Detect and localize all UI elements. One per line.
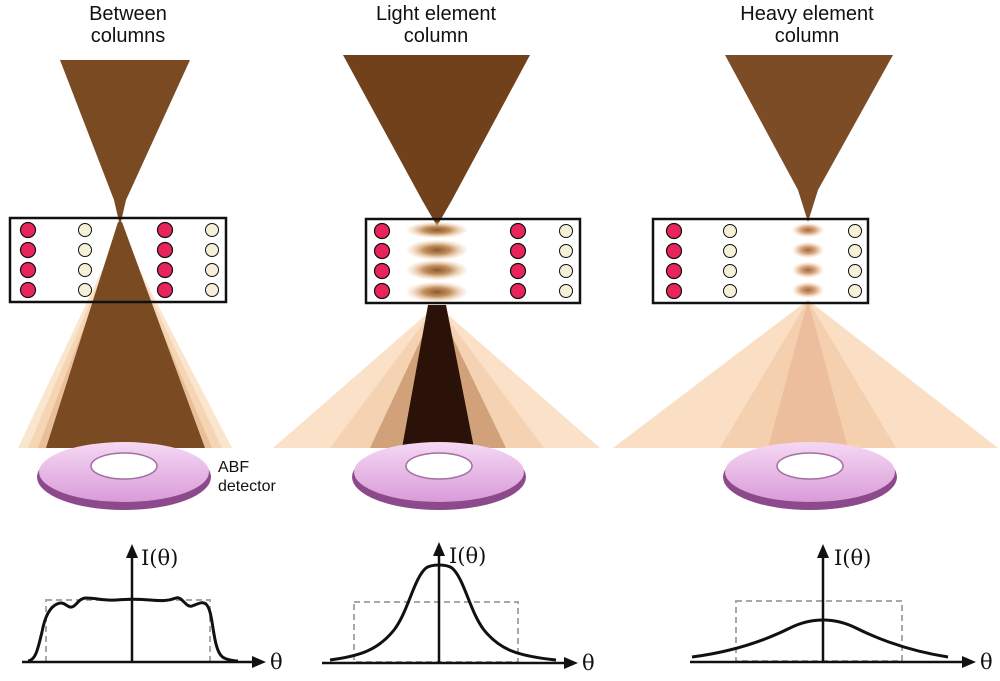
scatter-cone bbox=[720, 300, 896, 448]
light-atom-column bbox=[559, 224, 573, 298]
panel-title-heavy-element-column: Heavy element column bbox=[687, 3, 927, 47]
panel-between-columns bbox=[8, 60, 266, 668]
heavy-atom-column bbox=[156, 221, 174, 299]
light-atom-column bbox=[723, 224, 737, 298]
panel-title-between-columns: Between columns bbox=[8, 3, 248, 47]
y-axis-label: I(θ) bbox=[834, 546, 872, 570]
channeling-glow bbox=[407, 222, 467, 302]
detector-label-line: detector bbox=[218, 478, 276, 495]
title-line: column bbox=[403, 25, 469, 47]
detector-range-box bbox=[735, 600, 903, 662]
x-axis-arrow bbox=[252, 656, 266, 668]
x-axis-arrow bbox=[962, 656, 976, 668]
intensity-plot bbox=[690, 544, 976, 668]
title-line: Heavy element bbox=[740, 3, 874, 25]
light-atom-column bbox=[78, 223, 92, 297]
channeling-glow bbox=[792, 223, 824, 298]
y-axis-arrow bbox=[126, 544, 138, 558]
y-axis-arrow bbox=[433, 542, 445, 556]
detector-range-box bbox=[45, 599, 211, 663]
intensity-plot bbox=[22, 544, 266, 668]
y-axis-label: I(θ) bbox=[449, 544, 487, 568]
intensity-curve bbox=[27, 596, 239, 663]
scatter-cone bbox=[768, 300, 848, 448]
transmitted-beam bbox=[402, 305, 474, 448]
panel-heavy-element-column bbox=[613, 55, 998, 668]
abf-detector bbox=[723, 442, 897, 510]
specimen-box bbox=[8, 216, 228, 304]
title-line: columns bbox=[90, 25, 166, 47]
heavy-atom-column bbox=[665, 222, 683, 300]
detector-range-box bbox=[353, 601, 519, 663]
incident-beam bbox=[343, 55, 530, 226]
x-axis-label: θ bbox=[980, 650, 993, 674]
abf-detector-label: ABF detector bbox=[218, 458, 276, 496]
intensity-plot bbox=[322, 542, 578, 669]
intensity-curve bbox=[329, 563, 557, 662]
y-axis-arrow bbox=[817, 544, 829, 558]
title-line: column bbox=[774, 25, 840, 47]
light-atom-column bbox=[848, 224, 862, 298]
transmitted-beam bbox=[46, 222, 205, 448]
panel-title-light-element-column: Light element column bbox=[316, 3, 556, 47]
abf-detector bbox=[37, 442, 211, 510]
detector-label-line: ABF bbox=[218, 459, 250, 476]
x-axis-arrow bbox=[564, 657, 578, 669]
heavy-atom-column bbox=[373, 222, 391, 300]
heavy-atom-column bbox=[509, 222, 527, 300]
x-axis-label: θ bbox=[582, 651, 595, 675]
intensity-curve bbox=[691, 618, 949, 659]
specimen-box bbox=[651, 217, 870, 305]
x-axis-label: θ bbox=[270, 650, 283, 674]
panel-light-element-column bbox=[273, 55, 600, 669]
abf-detector bbox=[352, 442, 526, 510]
incident-beam bbox=[60, 60, 190, 226]
specimen-box bbox=[364, 217, 582, 305]
title-line: Between bbox=[89, 3, 167, 25]
light-atom-column bbox=[205, 223, 219, 297]
title-line: Light element bbox=[375, 3, 497, 25]
y-axis-label: I(θ) bbox=[141, 546, 179, 570]
incident-beam bbox=[725, 55, 893, 222]
heavy-atom-column bbox=[19, 221, 37, 299]
